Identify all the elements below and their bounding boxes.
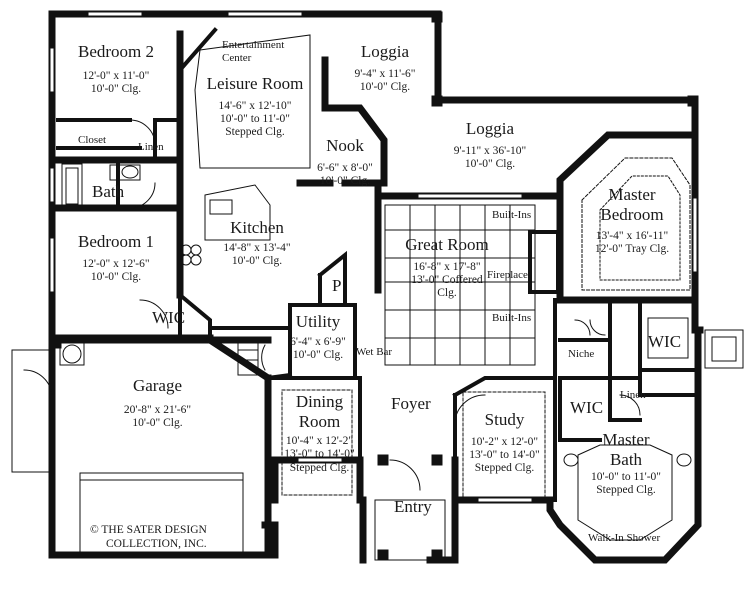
garage-ceiling: 10'-0" Clg. xyxy=(132,416,183,429)
master-bath-ceiling: Stepped Clg. xyxy=(596,484,656,497)
nook-label: Nook 6'-6" x 8'-0" 10'-0" Clg. xyxy=(310,136,380,188)
bedroom1-label: Bedroom 1 12'-0" x 12'-6" 10'-0" Clg. xyxy=(62,232,170,284)
bath-label: Bath xyxy=(92,182,125,201)
loggia-top-size: 9'-4" x 11'-6" xyxy=(354,67,416,80)
master-bedroom-name1: Master xyxy=(608,185,656,204)
study-size: 10'-2" x 12'-0" xyxy=(470,435,539,448)
loggia-main-ceiling: 10'-0" Clg. xyxy=(464,157,516,170)
master-bath-name2: Bath xyxy=(609,449,643,469)
master-bath-size: 10'-0" to 11'-0" xyxy=(591,471,661,484)
bedroom1-ceiling: 10'-0" Clg. xyxy=(90,270,142,283)
foyer-label: Foyer xyxy=(391,394,431,413)
great-room-ceiling1: 13'-0" Coffered xyxy=(411,273,483,286)
kitchen-name: Kitchen xyxy=(230,218,284,237)
loggia-top-label: Loggia 9'-4" x 11'-6" 10'-0" Clg. xyxy=(345,42,425,94)
bedroom2-label: Bedroom 2 12'-0" x 11'-0" 10'-0" Clg. xyxy=(62,42,170,96)
interior-walls xyxy=(56,27,700,502)
bedroom1-name: Bedroom 1 xyxy=(77,232,155,251)
loggia-top-ceiling: 10'-0" Clg. xyxy=(359,80,411,93)
bedroom1-size: 12'-0" x 12'-6" xyxy=(82,257,150,270)
master-bath-label: Master Bath 10'-0" to 11'-0" Stepped Clg… xyxy=(580,430,672,498)
credit-line1: © THE SATER DESIGN xyxy=(90,524,207,536)
niche-label: Niche xyxy=(568,348,595,360)
great-room-label: Great Room 16'-8" x 17'-8" 13'-0" Coffer… xyxy=(392,235,502,300)
master-bath-name1: Master xyxy=(602,430,650,449)
dining-room-label: Dining Room 10'-4" x 12'-2" 13'-0" to 14… xyxy=(277,392,362,475)
wet-bar-label: Wet Bar xyxy=(356,346,393,358)
nook-ceiling: 10'-0" Clg. xyxy=(319,174,371,187)
wic-bath-label: WIC xyxy=(570,398,604,417)
entertainment-center-label: Entertainment Center xyxy=(222,39,284,64)
linen-label: Linen xyxy=(138,141,164,153)
entry-label: Entry xyxy=(394,497,432,516)
leisure-ceiling2: Stepped Clg. xyxy=(225,125,285,138)
fireplace-label: Fireplace xyxy=(487,269,528,281)
dining-name2: Room xyxy=(298,411,341,431)
master-bedroom-ceiling: 12'-0" Tray Clg. xyxy=(594,243,670,256)
loggia-main-size: 9'-11" x 36'-10" xyxy=(453,144,527,157)
leisure-ceiling1: 10'-0" to 11'-0" xyxy=(220,112,290,125)
study-ceiling1: 13'-0" to 14'-0" xyxy=(469,448,540,461)
study-name: Study xyxy=(484,410,525,429)
closet-label: Closet xyxy=(78,134,107,146)
leisure-name: Leisure Room xyxy=(206,74,304,93)
loggia-main-name: Loggia xyxy=(465,119,515,138)
nook-size: 6'-6" x 8'-0" xyxy=(317,161,373,174)
bedroom2-ceiling: 10'-0" Clg. xyxy=(90,82,142,95)
leisure-room-label: Leisure Room 14'-6" x 12'-10" 10'-0" to … xyxy=(195,74,315,139)
entertainment-line2: Center xyxy=(222,51,252,64)
utility-name: Utility xyxy=(295,312,341,331)
kitchen-size: 14'-8" x 13'-4" xyxy=(223,241,291,254)
builtins-bottom-label: Built-Ins xyxy=(492,312,532,324)
dining-name1: Dining xyxy=(295,392,344,411)
kitchen-label: Kitchen 14'-8" x 13'-4" 10'-0" Clg. xyxy=(212,218,302,268)
bedroom2-name: Bedroom 2 xyxy=(77,42,155,61)
wic-master-label: WIC xyxy=(648,332,682,351)
garage-size: 20'-8" x 21'-6" xyxy=(123,403,192,416)
study-ceiling2: Stepped Clg. xyxy=(474,461,535,474)
loggia-main-label: Loggia 9'-11" x 36'-10" 10'-0" Clg. xyxy=(445,119,535,171)
kitchen-ceiling: 10'-0" Clg. xyxy=(231,254,283,267)
entertainment-line1: Entertainment xyxy=(222,39,285,51)
utility-size: 6'-4" x 6'-9" xyxy=(290,335,346,348)
utility-ceiling: 10'-0" Clg. xyxy=(292,348,344,361)
great-room-ceiling2: Clg. xyxy=(437,286,457,299)
detail-lines xyxy=(11,11,744,561)
garage-name: Garage xyxy=(132,376,183,395)
master-bedroom-label: Master Bedroom 13'-4" x 16'-11" 12'-0" T… xyxy=(582,185,682,257)
master-bedroom-size: 13'-4" x 16'-11" xyxy=(595,230,669,243)
pantry-label: P xyxy=(332,276,342,295)
loggia-top-name: Loggia xyxy=(360,42,410,61)
linen-master-label: Linen xyxy=(620,389,646,401)
garage-label: Garage 20'-8" x 21'-6" 10'-0" Clg. xyxy=(100,376,215,430)
walk-in-shower-label: Walk-In Shower xyxy=(588,532,661,544)
dining-size: 10'-4" x 12'-2" xyxy=(285,435,354,448)
builtins-top-label: Built-Ins xyxy=(492,209,532,221)
leisure-size: 14'-6" x 12'-10" xyxy=(218,99,292,112)
dining-ceiling2: Stepped Clg. xyxy=(289,461,350,474)
nook-name: Nook xyxy=(326,136,364,155)
great-room-name: Great Room xyxy=(405,235,489,254)
credit-line2: COLLECTION, INC. xyxy=(106,538,207,551)
master-bedroom-name2: Bedroom xyxy=(600,204,664,224)
great-room-size: 16'-8" x 17'-8" xyxy=(413,260,481,273)
bedroom2-size: 12'-0" x 11'-0" xyxy=(82,69,150,82)
wic-left-label: WIC xyxy=(152,308,186,327)
copyright-credit: © THE SATER DESIGN COLLECTION, INC. xyxy=(90,523,207,552)
utility-label: Utility 6'-4" x 6'-9" 10'-0" Clg. xyxy=(282,312,354,362)
dining-ceiling1: 13'-0" to 14'-0" xyxy=(284,448,355,461)
study-label: Study 10'-2" x 12'-0" 13'-0" to 14'-0" S… xyxy=(462,410,547,475)
